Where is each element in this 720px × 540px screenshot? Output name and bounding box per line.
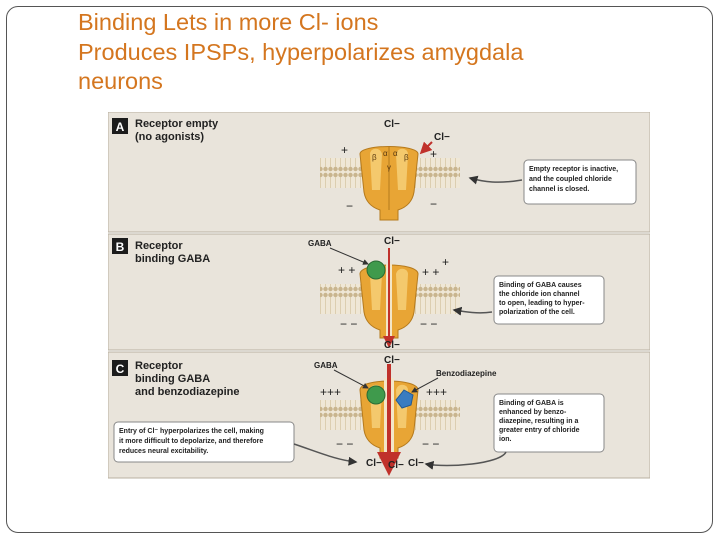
- panel-c-letter-box: [112, 360, 128, 376]
- panel-c-callout-right: [493, 393, 605, 453]
- panel-b-cl-ion-bottom: Cl−: [384, 340, 400, 351]
- panel-c-title-line-3: and benzodiazepine: [135, 386, 240, 398]
- panel-c-plus-left: +++: [320, 385, 341, 399]
- panel-c-callout-right-line-4: greater entry of chloride: [499, 427, 580, 434]
- subunit-gamma: γ: [387, 163, 391, 172]
- panel-c-callout-right-pointer: [424, 451, 507, 470]
- panel-b-gaba-pointer: [329, 247, 369, 265]
- panel-b-cl-ion-top: Cl−: [384, 236, 400, 247]
- panel-b-minus-right: − −: [420, 317, 437, 331]
- panel-c-cl-ion-bottom-center: Cl−: [388, 460, 404, 471]
- panel-c-benzodiazepine-label: Benzodiazepine: [436, 369, 497, 378]
- panel-a-letter-box: [112, 118, 128, 134]
- panel-c-benzodiazepine-pointer: [411, 377, 439, 393]
- panel-c-callout-right-line-2: enhanced by benzo-: [499, 409, 567, 416]
- panel-a-cl-ion-top: Cl−: [384, 119, 400, 130]
- slide-frame: [6, 6, 713, 533]
- slide-title-line-1: Binding Lets in more Cl- ions: [78, 9, 379, 35]
- panel-c-plus-right: +++: [426, 385, 447, 399]
- panel-a-callout-line-3: channel is closed.: [529, 186, 589, 193]
- panel-a-minus-left: −: [346, 199, 353, 213]
- panel-c-title-line-1: Receptor: [135, 360, 183, 372]
- panel-a: A Receptor empty (no agonists) β α α β γ…: [108, 112, 650, 233]
- panel-b-minus-left: − −: [340, 317, 357, 331]
- panel-b-title-line-1: Receptor: [135, 240, 183, 252]
- slide-title-line-2: Produces IPSPs, hyperpolarizes amygdala: [78, 38, 524, 65]
- panel-c-minus-right: − −: [422, 437, 439, 451]
- panel-a-callout-line-2: and the coupled chloride: [529, 176, 612, 183]
- subunit-beta-1: β: [372, 153, 377, 162]
- panel-b-callout-line-1: Binding of GABA causes: [499, 282, 582, 289]
- panel-c-gaba-label: GABA: [314, 361, 338, 370]
- panel-a-blocked-arrow: [419, 141, 433, 155]
- panel-b-plus-right: + +: [422, 265, 439, 279]
- panel-a-cl-ion-right: Cl−: [434, 132, 450, 143]
- panel-a-letter: A: [116, 120, 125, 134]
- panel-c-callout-left: [113, 421, 295, 463]
- panel-c-benzodiazepine-molecule: [395, 389, 414, 409]
- subunit-alpha-1: α: [383, 149, 388, 158]
- panel-b-gaba-label: GABA: [308, 239, 332, 248]
- panel-a-receptor: [359, 146, 419, 221]
- panel-c-callout-left-pointer: [293, 443, 358, 466]
- panel-b-letter-box: [112, 238, 128, 254]
- gaba-receptor-figure: A Receptor empty (no agonists) β α α β γ…: [108, 112, 650, 480]
- panel-a-callout-line-1: Empty receptor is inactive,: [529, 166, 618, 173]
- panel-c-callout-left-line-3: reduces neural excitability.: [119, 448, 208, 455]
- panel-a-title-line-2: (no agonists): [135, 131, 204, 143]
- panel-c-cl-ion-bottom-right: Cl−: [408, 458, 424, 469]
- subunit-beta-2: β: [404, 153, 409, 162]
- panel-a-callout: [523, 159, 637, 205]
- panel-b-callout-line-4: polarization of the cell.: [499, 309, 575, 316]
- panel-c-minus-left: − −: [336, 437, 353, 451]
- panel-a-callout-pointer: [468, 175, 523, 185]
- panel-c-title-line-2: binding GABA: [135, 373, 210, 385]
- panel-c-cl-ion-top: Cl−: [384, 355, 400, 366]
- panel-b-plus-far-right: +: [442, 255, 449, 269]
- subunit-alpha-2: α: [393, 149, 398, 158]
- panel-c-gaba-pointer: [333, 369, 369, 389]
- panel-a-minus-right: −: [430, 197, 437, 211]
- panel-b-letter: B: [116, 240, 125, 254]
- panel-b-plus-left: + +: [338, 263, 355, 277]
- panel-c-callout-right-line-1: Binding of GABA is: [499, 400, 564, 407]
- panel-c: C Receptor binding GABA and benzodiazepi…: [108, 351, 650, 479]
- panel-a-title-line-1: Receptor empty: [135, 118, 219, 130]
- panel-b-callout: [493, 275, 605, 325]
- slide-title: Binding Lets in more Cl- ions Produces I…: [78, 8, 678, 97]
- panel-a-plus-right: +: [430, 147, 437, 161]
- panel-c-callout-right-line-3: diazepine, resulting in a: [499, 418, 578, 425]
- panel-c-cl-ion-bottom-left: Cl−: [366, 458, 382, 469]
- panel-a-plus-left: +: [341, 143, 348, 157]
- panel-c-callout-right-line-5: ion.: [499, 436, 511, 443]
- panel-c-callout-left-line-1: Entry of Cl⁻ hyperpolarizes the cell, ma…: [119, 428, 264, 435]
- panel-c-gaba-molecule: [366, 385, 386, 405]
- panel-b: B Receptor binding GABA GABA Cl− Cl− + +…: [108, 233, 650, 351]
- panel-b-callout-line-3: to open, leading to hyper-: [499, 300, 585, 307]
- panel-c-callout-left-line-2: it more difficult to depolarize, and the…: [119, 438, 263, 445]
- panel-b-title-line-2: binding GABA: [135, 253, 210, 265]
- slide-title-line-3: neurons: [78, 68, 163, 94]
- panel-c-letter: C: [116, 362, 125, 376]
- panel-b-gaba-molecule: [366, 260, 386, 280]
- panel-b-callout-line-2: the chloride ion channel: [499, 291, 580, 298]
- panel-b-callout-pointer: [452, 306, 493, 316]
